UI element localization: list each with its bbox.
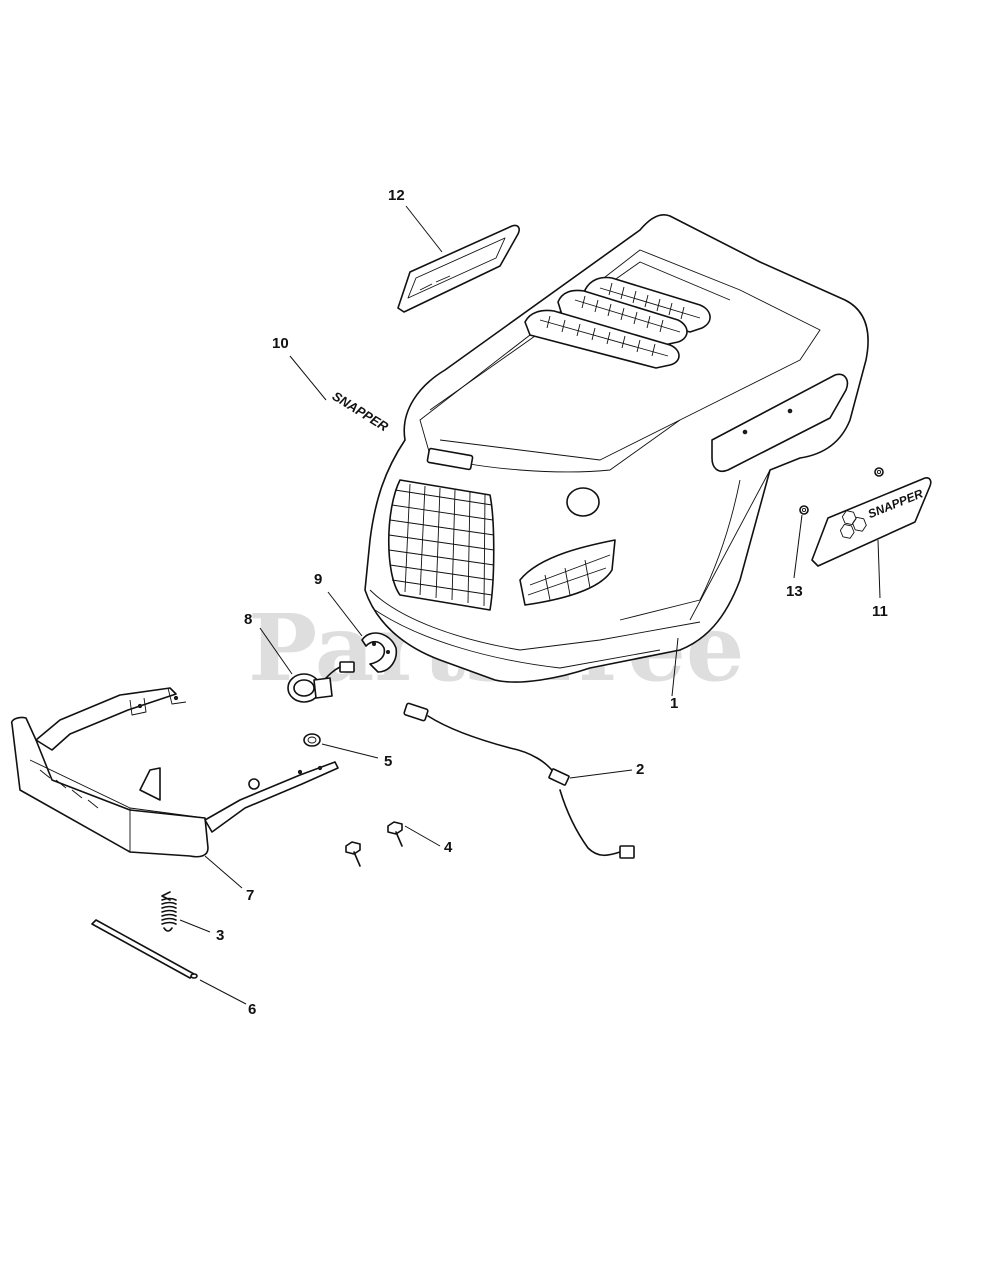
hood-part — [364, 214, 869, 683]
spring-part — [161, 891, 177, 932]
vent-trim-part — [397, 224, 520, 313]
leader-lines — [179, 205, 881, 1005]
callout-7: 7 — [246, 887, 254, 904]
wire-harness-part — [403, 702, 635, 859]
headlight-part — [287, 673, 333, 703]
callout-5: 5 — [384, 753, 392, 770]
callout-6: 6 — [248, 1001, 256, 1018]
callout-12: 12 — [388, 187, 405, 204]
callout-numbers: 1 2 3 4 5 6 7 8 9 10 11 12 13 — [216, 187, 888, 1018]
callout-1: 1 — [670, 695, 678, 712]
emblem-part: SNAPPER — [811, 477, 932, 567]
nut-part — [799, 467, 884, 515]
callout-10: 10 — [272, 335, 289, 352]
bumper-part — [10, 687, 339, 858]
callout-11: 11 — [872, 603, 888, 620]
hood-vents — [524, 276, 711, 369]
callout-3: 3 — [216, 927, 224, 944]
rod-part — [91, 919, 198, 979]
snapper-decal-part: SNAPPER — [330, 388, 392, 434]
light-bracket-part — [319, 632, 398, 685]
bolt-part — [345, 821, 403, 867]
callout-2: 2 — [636, 761, 644, 778]
callout-8: 8 — [244, 611, 252, 628]
clip-part — [303, 733, 321, 747]
callout-13: 13 — [786, 583, 803, 600]
callout-4: 4 — [444, 839, 453, 856]
hood-front-grille — [387, 447, 616, 611]
svg-text:SNAPPER: SNAPPER — [330, 388, 392, 434]
callout-9: 9 — [314, 571, 322, 588]
